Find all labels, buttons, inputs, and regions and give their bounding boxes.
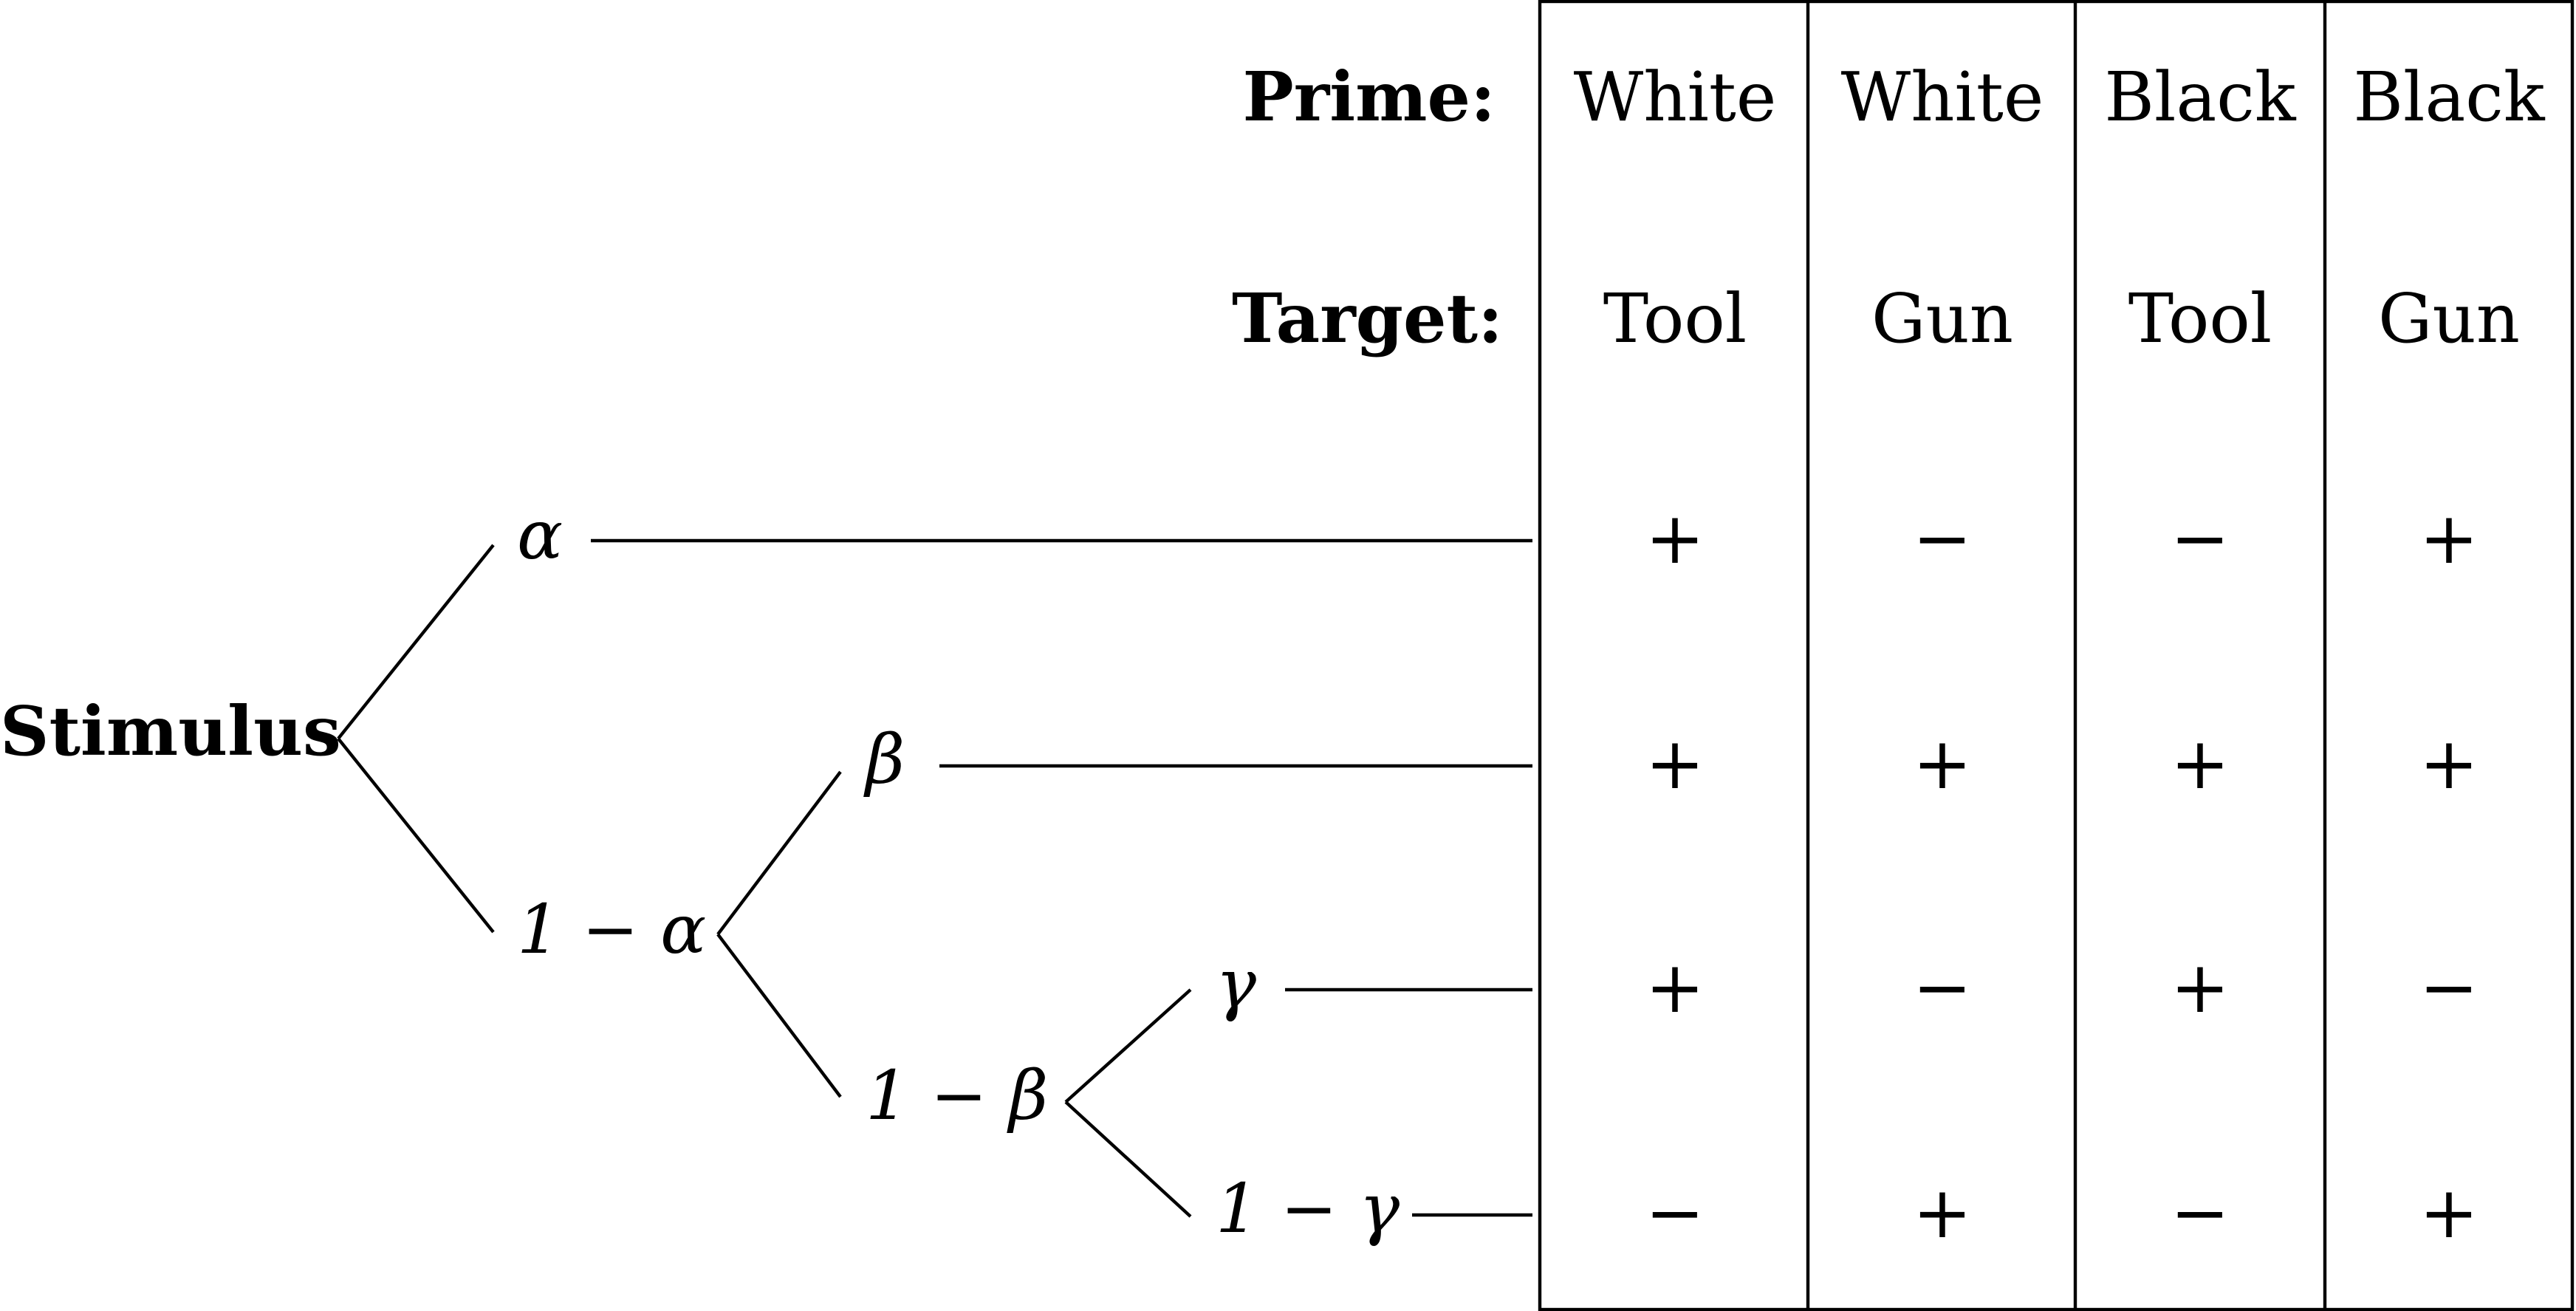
branch-node3-to-one-minus-gamma <box>1064 1101 1192 1218</box>
outcome-cells: + − − + + + + + + − + − − + − + <box>1645 497 2479 1254</box>
outcome-table <box>1538 0 2575 1311</box>
gamma-label: γ <box>1216 945 1257 1024</box>
outcome-r3-c2: − <box>1913 946 1972 1029</box>
outcome-r3-c3: + <box>2171 946 2230 1029</box>
outcome-r1-c4: + <box>2419 497 2479 580</box>
column-3-prime: Black <box>2104 58 2296 137</box>
target-row-label: Target: <box>1232 278 1503 358</box>
outcome-r3-c4: − <box>2419 946 2479 1029</box>
branch-node2-to-beta <box>716 770 842 936</box>
column-2-target: Gun <box>1871 279 2013 358</box>
outcome-r3-c1: + <box>1645 946 1705 1029</box>
column-3-target: Tool <box>2128 279 2272 358</box>
branch-node2-to-one-minus-beta <box>716 933 842 1098</box>
alpha-label: α <box>517 496 563 575</box>
outcome-r4-c4: + <box>2419 1171 2479 1254</box>
outcome-r4-c1: − <box>1645 1171 1705 1254</box>
outcome-r2-c1: + <box>1645 722 1705 805</box>
branch-root-to-one-minus-alpha <box>337 737 495 934</box>
column-2-prime: White <box>1841 58 2044 137</box>
one-minus-gamma-label: 1 − γ <box>1216 1169 1400 1248</box>
outcome-r1-c2: − <box>1913 497 1972 580</box>
table-frame <box>1538 0 2575 1311</box>
outcome-r4-c3: − <box>2171 1171 2230 1254</box>
branch-node3-to-gamma <box>1064 988 1192 1103</box>
outcome-r1-c1: + <box>1645 497 1705 580</box>
column-1-prime: White <box>1574 58 1777 137</box>
prime-row-label: Prime: <box>1243 57 1496 137</box>
column-4-target: Gun <box>2378 279 2520 358</box>
tree-branches <box>337 538 1532 1218</box>
outcome-r4-c2: + <box>1913 1171 1972 1254</box>
column-4-prime: Black <box>2353 58 2545 137</box>
column-1-target: Tool <box>1603 279 1747 358</box>
one-minus-alpha-label: 1 − α <box>517 890 706 969</box>
branch-root-to-alpha <box>337 544 495 740</box>
stimulus-root-label: Stimulus <box>0 691 341 771</box>
outcome-r2-c4: + <box>2419 722 2479 805</box>
outcome-r2-c3: + <box>2171 722 2230 805</box>
outcome-r1-c3: − <box>2171 497 2230 580</box>
one-minus-beta-label: 1 − β <box>866 1056 1048 1135</box>
outcome-r2-c2: + <box>1913 722 1972 805</box>
beta-label: β <box>863 720 905 799</box>
